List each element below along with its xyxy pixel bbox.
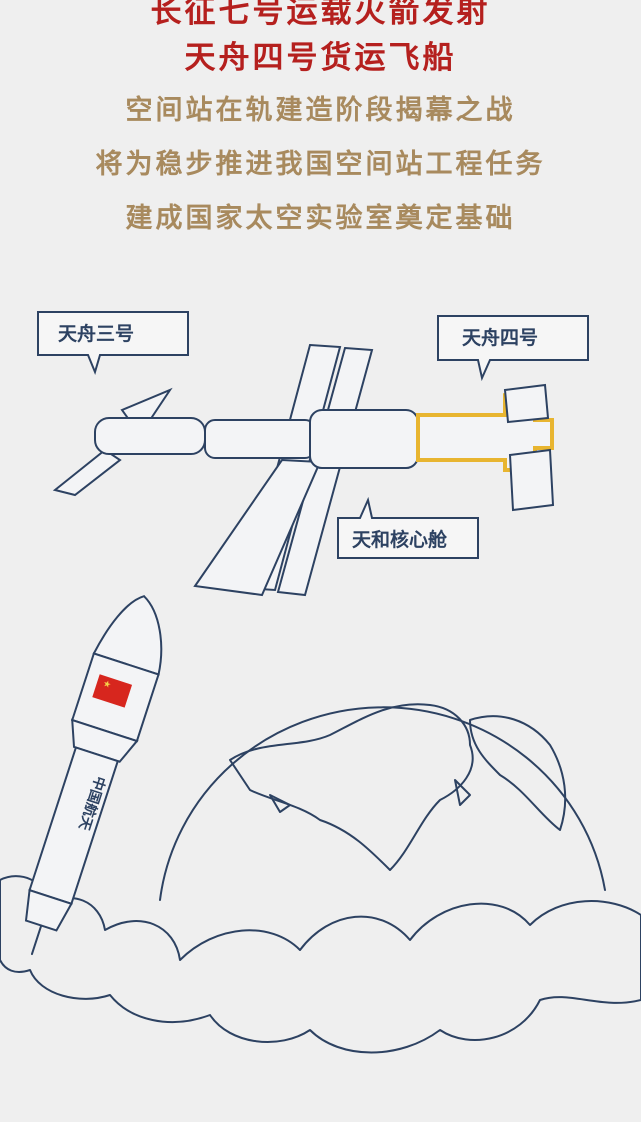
- headline-line-2: 天舟四号货运飞船: [184, 40, 457, 76]
- clouds: [0, 875, 641, 1054]
- callout-tianzhou4: 天舟四号: [437, 315, 589, 382]
- space-station: [52, 343, 555, 597]
- subtitle-line-3: 建成国家太空实验室奠定基础: [125, 203, 516, 234]
- chinese-flag-icon: [92, 674, 133, 708]
- svg-text:天舟四号: 天舟四号: [462, 326, 538, 349]
- svg-text:★: ★: [101, 679, 112, 691]
- subtitle-line-2: 将为稳步推进我国空间站工程任务: [95, 149, 546, 180]
- subtitle-line-1: 空间站在轨建造阶段揭幕之战: [125, 95, 516, 126]
- svg-text:天和核心舱: 天和核心舱: [352, 528, 448, 551]
- callout-tianzhou3: 天舟三号: [37, 311, 189, 376]
- svg-text:天舟三号: 天舟三号: [58, 322, 134, 345]
- rocket: ★ 中国航天: [24, 595, 163, 956]
- headline-line-1: 长征七号运载火箭发射: [150, 0, 491, 30]
- callout-tianhe: 天和核心舱: [337, 496, 479, 559]
- earth: [159, 703, 606, 901]
